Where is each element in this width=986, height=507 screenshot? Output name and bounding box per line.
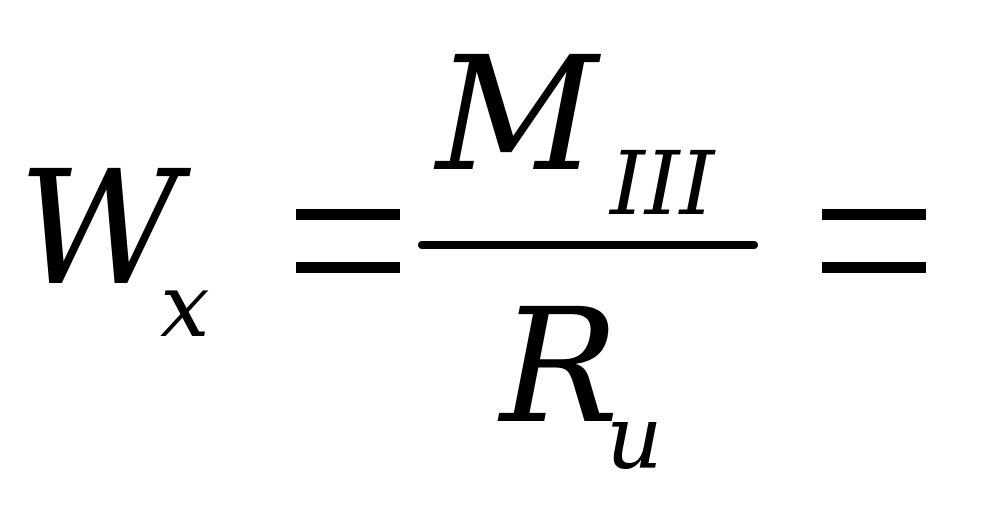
equals-bar-bottom: [296, 262, 400, 273]
equals-bar-top: [822, 209, 926, 220]
lhs-symbol: W: [18, 137, 181, 321]
equals-bar-top: [296, 209, 400, 220]
denominator-subscript: u: [606, 386, 663, 489]
equals-sign-2: [822, 209, 926, 273]
numerator-symbol: M: [436, 23, 598, 207]
lhs-subscript: x: [160, 254, 210, 357]
fraction-bar: [418, 241, 758, 249]
numerator-subscript: III: [610, 132, 715, 235]
denominator-symbol: R: [500, 275, 619, 459]
equals-bar-bottom: [822, 262, 926, 273]
equals-sign-1: [296, 209, 400, 273]
